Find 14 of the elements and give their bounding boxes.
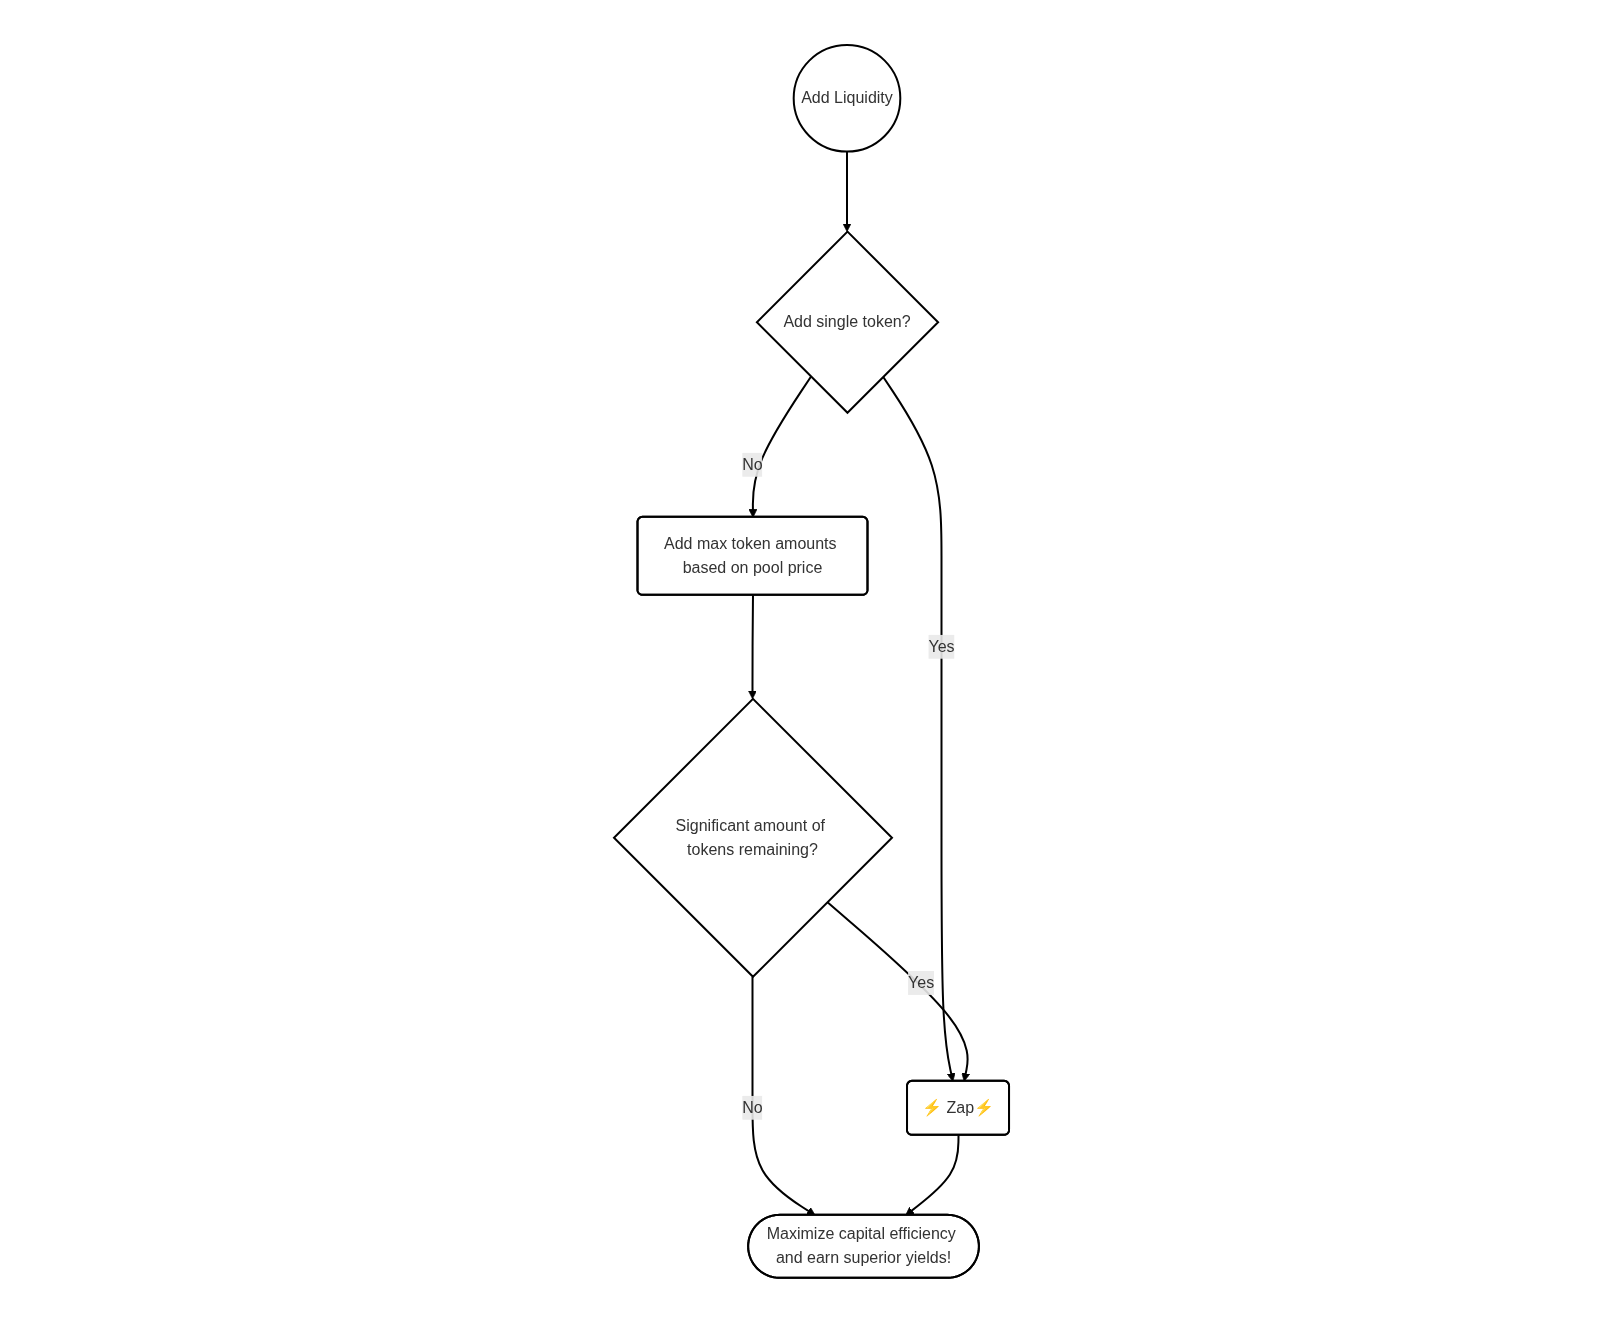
arrow <box>748 375 812 518</box>
node-circle: Add Liquidity <box>792 44 902 153</box>
arrow <box>751 975 816 1216</box>
edge-label: Yes <box>908 974 935 991</box>
node-diamond: Add single token? <box>755 230 940 415</box>
arrow <box>748 594 757 700</box>
arrow <box>905 1134 960 1216</box>
arrow <box>882 375 956 1082</box>
arrow <box>826 901 971 1082</box>
edge-label: Yes <box>928 637 955 655</box>
node-diamond: Significant amount of tokens remaining? <box>612 697 894 979</box>
edge-label: No <box>742 1098 763 1116</box>
edge-label: No <box>742 455 763 473</box>
arrow <box>842 150 852 233</box>
